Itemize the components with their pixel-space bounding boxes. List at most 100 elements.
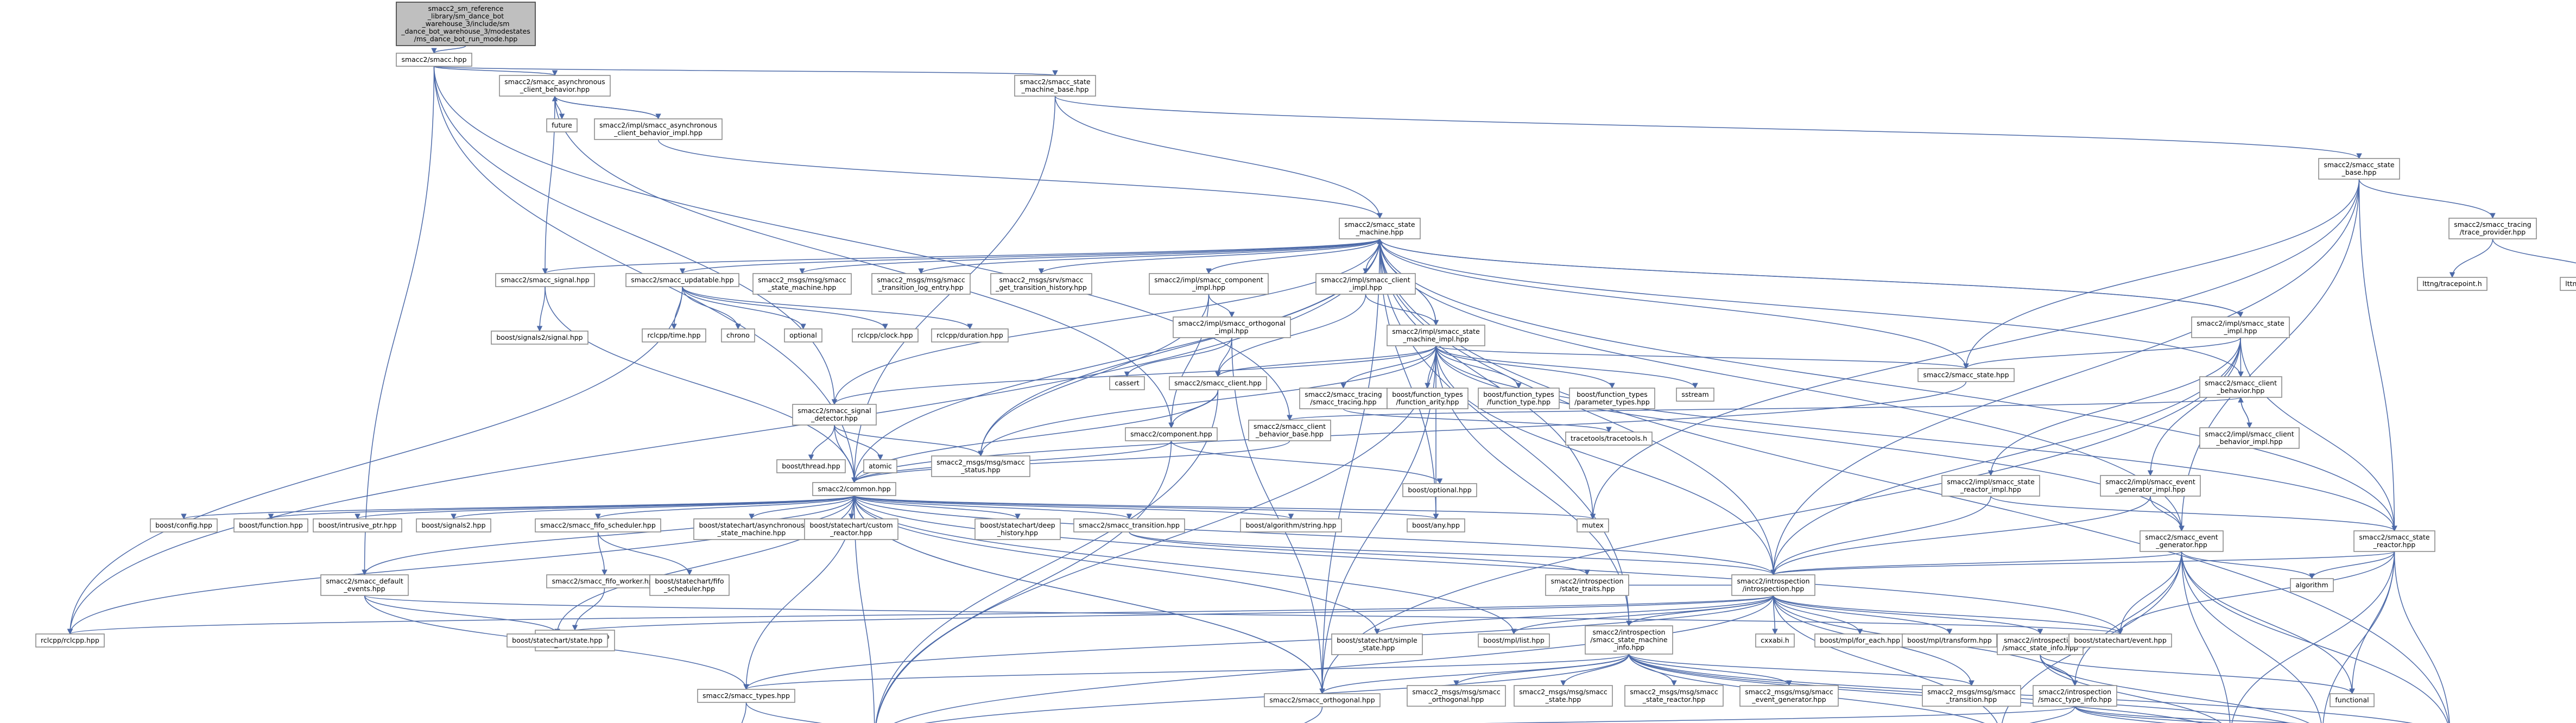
node-fn_param[interactable]: boost/function_types/parameter_types.hpp bbox=[1569, 388, 1655, 409]
node-transition[interactable]: smacc2/smacc_transition.hpp bbox=[1073, 518, 1185, 532]
node-chrono[interactable]: chrono bbox=[721, 328, 755, 343]
node-boost_signals2[interactable]: boost/signals2.hpp bbox=[416, 518, 491, 532]
node-bsc_deep[interactable]: boost/statechart/deep_history.hpp bbox=[974, 518, 1061, 540]
node-bsc_fifo_sched[interactable]: boost/statechart/fifo_scheduler.hpp bbox=[649, 574, 730, 596]
node-rclcpp_duration[interactable]: rclcpp/duration.hpp bbox=[931, 328, 1009, 343]
node-boost_optional[interactable]: boost/optional.hpp bbox=[1402, 483, 1477, 497]
node-boost_signal[interactable]: boost/signals2/signal.hpp bbox=[491, 331, 588, 345]
node-mpl_foreach[interactable]: boost/mpl/for_each.hpp bbox=[1814, 633, 1906, 648]
node-msg_sm[interactable]: smacc2_msgs/msg/smacc_state_machine.hpp bbox=[752, 273, 852, 295]
node-msg_status[interactable]: smacc2_msgs/msg/smacc_status.hpp bbox=[931, 455, 1030, 477]
node-component[interactable]: smacc2/component.hpp bbox=[1125, 427, 1218, 441]
edge-smacc-to-signal_det bbox=[433, 66, 838, 405]
node-orthogonal[interactable]: smacc2/smacc_orthogonal.hpp bbox=[1264, 693, 1381, 707]
node-event_gen[interactable]: smacc2/smacc_event_generator.hpp bbox=[2140, 530, 2224, 552]
node-boost_thread[interactable]: boost/thread.hpp bbox=[776, 459, 846, 473]
node-smacc_tracing[interactable]: smacc2/smacc_tracing/smacc_tracing.hpp bbox=[1299, 388, 1388, 409]
node-mutex[interactable]: mutex bbox=[1577, 518, 1609, 532]
node-fifo_worker[interactable]: smacc2/smacc_fifo_worker.hpp bbox=[546, 574, 663, 588]
node-msg_eg[interactable]: smacc2_msgs/msg/smacc_event_generator.hp… bbox=[1739, 685, 1839, 707]
node-box bbox=[1565, 432, 1653, 446]
node-msg_tle[interactable]: smacc2_msgs/msg/smacc_transition_log_ent… bbox=[871, 273, 971, 295]
node-bsc_simple[interactable]: boost/statechart/simple_state.hpp bbox=[1331, 633, 1423, 655]
node-signal[interactable]: smacc2/smacc_signal.hpp bbox=[495, 273, 595, 287]
node-optional[interactable]: optional bbox=[784, 328, 822, 343]
node-client_impl[interactable]: smacc2/impl/smacc_client_impl.hpp bbox=[1315, 273, 1416, 295]
node-sr_impl[interactable]: smacc2/impl/smacc_state_reactor_impl.hpp bbox=[1941, 475, 2040, 497]
node-algorithm[interactable]: algorithm bbox=[2290, 578, 2334, 592]
edge-sm_impl-to-introspection bbox=[1435, 345, 1776, 576]
node-cb_base[interactable]: smacc2/smacc_client_behavior_base.hpp bbox=[1248, 420, 1331, 441]
node-sm_info[interactable]: smacc2/introspection/smacc_state_machine… bbox=[1585, 625, 1673, 655]
node-label: boost/optional.hpp bbox=[1408, 486, 1471, 494]
node-rclcpp_clock[interactable]: rclcpp/clock.hpp bbox=[852, 328, 919, 343]
edge-event_gen-to-bsc_event bbox=[2117, 551, 2182, 635]
node-label: smacc2/smacc_orthogonal.hpp bbox=[1269, 696, 1375, 704]
node-mpl_list[interactable]: boost/mpl/list.hpp bbox=[1478, 633, 1550, 648]
node-state_impl[interactable]: smacc2/impl/smacc_state_impl.hpp bbox=[2191, 316, 2290, 338]
node-eg_impl[interactable]: smacc2/impl/smacc_event_generator_impl.h… bbox=[2100, 475, 2201, 497]
node-fn_any[interactable]: boost/function_types/function_arity.hpp bbox=[1387, 388, 1469, 409]
node-async_impl[interactable]: smacc2/impl/smacc_asynchronous_client_be… bbox=[594, 118, 723, 140]
node-sm_base[interactable]: smacc2/smacc_state_machine_base.hpp bbox=[1014, 75, 1096, 97]
edge-common-to-boost_any bbox=[853, 495, 1439, 520]
node-state_reactor[interactable]: smacc2/smacc_state_reactor.hpp bbox=[2353, 530, 2435, 552]
node-boost_config[interactable]: boost/config.hpp bbox=[150, 518, 218, 532]
node-async[interactable]: smacc2/smacc_asynchronous_client_behavio… bbox=[499, 75, 611, 97]
node-cxxabi[interactable]: cxxabi.h bbox=[1755, 633, 1795, 648]
node-tracetools[interactable]: tracetools/tracetools.h bbox=[1565, 432, 1653, 446]
node-tracing_provider[interactable]: smacc2/smacc_tracing/trace_provider.hpp bbox=[2448, 218, 2537, 239]
node-boost_algo[interactable]: boost/algorithm/string.hpp bbox=[1240, 518, 1342, 532]
node-functional[interactable]: functional bbox=[2330, 693, 2375, 707]
node-lttng_tp[interactable]: lttng/tracepoint.h bbox=[2417, 277, 2488, 291]
node-signal_det[interactable]: smacc2/smacc_signal_detector.hpp bbox=[792, 404, 877, 426]
node-boost_intrusive[interactable]: boost/intrusive_ptr.hpp bbox=[313, 518, 402, 532]
node-fn_type[interactable]: boost/function_types/function_type.hpp bbox=[1478, 388, 1560, 409]
node-common[interactable]: smacc2/common.hpp bbox=[812, 482, 896, 496]
node-type_info[interactable]: smacc2/introspection/smacc_type_info.hpp bbox=[2033, 685, 2117, 707]
node-default_events[interactable]: smacc2/smacc_default_events.hpp bbox=[320, 574, 409, 596]
node-msg_sr[interactable]: smacc2_msgs/msg/smacc_state_reactor.hpp bbox=[1624, 685, 1724, 707]
node-rclcpp_time[interactable]: rclcpp/time.hpp bbox=[642, 328, 706, 343]
node-label: cassert bbox=[1115, 379, 1139, 387]
edge-common-to-boost_config bbox=[181, 495, 855, 520]
node-cassert[interactable]: cassert bbox=[1109, 376, 1145, 390]
node-bsc_state[interactable]: boost/statechart/state.hpp bbox=[507, 633, 608, 648]
node-box bbox=[2448, 218, 2537, 239]
node-sstream[interactable]: sstream bbox=[1676, 388, 1714, 402]
node-client_behavior[interactable]: smacc2/smacc_client_behavior.hpp bbox=[2199, 376, 2282, 398]
node-msg_state[interactable]: smacc2_msgs/msg/smacc_state.hpp bbox=[1514, 685, 1613, 707]
node-lttng_tpe[interactable]: lttng/tracepoint-event.h bbox=[2560, 277, 2576, 291]
node-boost_function[interactable]: boost/function.hpp bbox=[233, 518, 308, 532]
edge-updatable-to-rclcpp_duration bbox=[682, 286, 973, 330]
node-smacc[interactable]: smacc2/smacc.hpp bbox=[396, 53, 472, 67]
node-root[interactable]: smacc2_sm_reference_library/sm_dance_bot… bbox=[396, 2, 536, 46]
node-atomic[interactable]: atomic bbox=[863, 459, 897, 473]
node-state_base[interactable]: smacc2/smacc_state_base.hpp bbox=[2318, 158, 2400, 180]
node-introspection[interactable]: smacc2/introspection/introspection.hpp bbox=[1731, 574, 1815, 596]
node-label: smacc2/smacc_client bbox=[2205, 379, 2277, 387]
node-comp_impl[interactable]: smacc2/impl/smacc_component_impl.hpp bbox=[1149, 273, 1269, 295]
node-box bbox=[1149, 273, 1269, 295]
node-bsc_event[interactable]: boost/statechart/event.hpp bbox=[2068, 633, 2172, 648]
node-client[interactable]: smacc2/smacc_client.hpp bbox=[1169, 376, 1267, 390]
node-msg_trans[interactable]: smacc2_msgs/msg/smacc_transition.hpp bbox=[1922, 685, 2021, 707]
node-bsc_async[interactable]: boost/statechart/asynchronous_state_mach… bbox=[693, 518, 810, 540]
node-boost_any[interactable]: boost/any.hpp bbox=[1407, 518, 1465, 532]
node-state_traits[interactable]: smacc2/introspection/state_traits.hpp bbox=[1545, 574, 1629, 596]
node-rclcpp[interactable]: rclcpp/rclcpp.hpp bbox=[35, 633, 105, 648]
node-mpl_transform[interactable]: boost/mpl/transform.hpp bbox=[1902, 633, 1997, 648]
node-msg_orth[interactable]: smacc2_msgs/msg/smacc_orthogonal.hpp bbox=[1407, 685, 1506, 707]
node-sm_impl[interactable]: smacc2/impl/smacc_state_machine_impl.hpp bbox=[1387, 325, 1485, 346]
node-bsc_custom[interactable]: boost/statechart/custom_reactor.hpp bbox=[804, 518, 898, 540]
node-orth_impl[interactable]: smacc2/impl/smacc_orthogonal_impl.hpp bbox=[1173, 316, 1291, 338]
node-cb_impl[interactable]: smacc2/impl/smacc_client_behavior_impl.h… bbox=[2199, 427, 2300, 449]
node-future[interactable]: future bbox=[546, 118, 578, 132]
node-fifo_sched[interactable]: smacc2/smacc_fifo_scheduler.hpp bbox=[535, 518, 661, 532]
node-state[interactable]: smacc2/smacc_state.hpp bbox=[1917, 368, 2015, 382]
node-srv_gth[interactable]: smacc2_msgs/srv/smacc_get_transition_his… bbox=[990, 273, 1092, 295]
node-types[interactable]: smacc2/smacc_types.hpp bbox=[697, 689, 795, 703]
edge-event_gen-to-algorithm bbox=[2181, 551, 2315, 580]
node-updatable[interactable]: smacc2/smacc_updatable.hpp bbox=[625, 273, 739, 287]
node-sm[interactable]: smacc2/smacc_state_machine.hpp bbox=[1339, 218, 1421, 239]
